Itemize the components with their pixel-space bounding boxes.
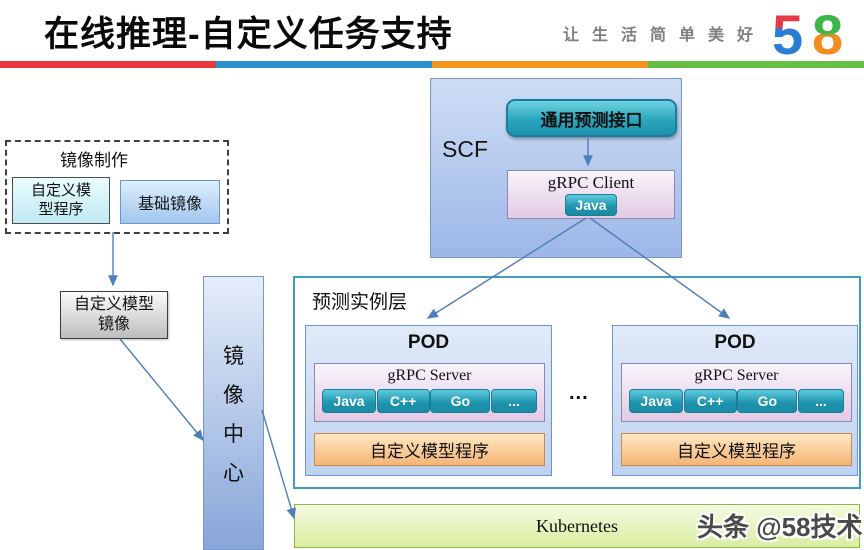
pod-box: POD gRPC Server Java C++ Go ... 自定义模型程序 <box>305 325 552 476</box>
lang-tag-java: Java <box>629 389 683 413</box>
image-build-title: 镜像制作 <box>60 151 128 170</box>
instance-layer-title: 预测实例层 <box>312 292 408 313</box>
accent-segment-orange <box>432 61 648 68</box>
grpc-server-box: gRPC Server Java C++ Go ... <box>621 363 852 422</box>
lang-tag-more: ... <box>490 389 537 413</box>
lang-tags: Java C++ Go ... <box>315 389 544 413</box>
lang-tag-cpp: C++ <box>683 389 737 413</box>
watermark: 头条 @58技术 <box>697 512 863 542</box>
prediction-instance-layer: 预测实例层 POD gRPC Server Java C++ Go ... 自定… <box>293 276 861 489</box>
lang-tag-go: Go <box>430 389 491 413</box>
accent-bar <box>0 61 864 68</box>
pod-title: POD <box>714 332 756 353</box>
image-center-box: 镜 像 中 心 <box>203 276 264 550</box>
custom-model-image-box: 自定义模型 镜像 <box>60 291 168 339</box>
image-center-char: 像 <box>223 383 244 407</box>
grpc-client-title: gRPC Client <box>547 173 635 192</box>
pod-title: POD <box>407 332 450 353</box>
scf-label: SCF <box>442 136 488 162</box>
lang-tags: Java C++ Go ... <box>622 389 851 413</box>
accent-segment-red <box>0 61 216 68</box>
image-center-char: 镜 <box>223 344 244 368</box>
pods-ellipsis: ... <box>569 382 589 404</box>
pod-box: POD gRPC Server Java C++ Go ... 自定义模型程序 <box>612 325 858 476</box>
lang-tag-go: Go <box>737 389 798 413</box>
grpc-server-title: gRPC Server <box>387 367 472 384</box>
logo-58: 5 8 <box>772 3 843 64</box>
custom-model-program-box: 自定义模 型程序 <box>12 177 110 224</box>
brand-slogan: 让生活简单美好 <box>563 27 767 44</box>
lang-tag-more: ... <box>797 389 844 413</box>
grpc-server-box: gRPC Server Java C++ Go ... <box>314 363 545 422</box>
image-center-char: 心 <box>223 461 244 485</box>
generic-predict-api-button: 通用预测接口 <box>506 99 677 137</box>
client-lang-tag: Java <box>565 194 617 216</box>
accent-segment-green <box>648 61 864 68</box>
accent-segment-blue <box>216 61 432 68</box>
image-center-char: 中 <box>223 422 244 446</box>
grpc-server-title: gRPC Server <box>694 367 779 384</box>
arrow-center-to-k8s <box>261 409 296 520</box>
lang-tag-cpp: C++ <box>376 389 430 413</box>
custom-model-program-box: 自定义模型程序 <box>314 433 545 466</box>
grpc-client-box: gRPC Client Java <box>507 170 675 219</box>
logo-digit-8: 8 <box>812 3 843 64</box>
page-title: 在线推理-自定义任务支持 <box>44 15 453 54</box>
arrow-image-to-center <box>119 338 204 442</box>
base-image-box: 基础镜像 <box>120 180 220 224</box>
logo-digit-5: 5 <box>772 3 803 64</box>
custom-model-program-box: 自定义模型程序 <box>621 433 852 466</box>
scf-box: SCF 通用预测接口 gRPC Client Java <box>430 78 682 258</box>
lang-tag-java: Java <box>322 389 376 413</box>
kubernetes-bar: Kubernetes <box>294 504 860 548</box>
